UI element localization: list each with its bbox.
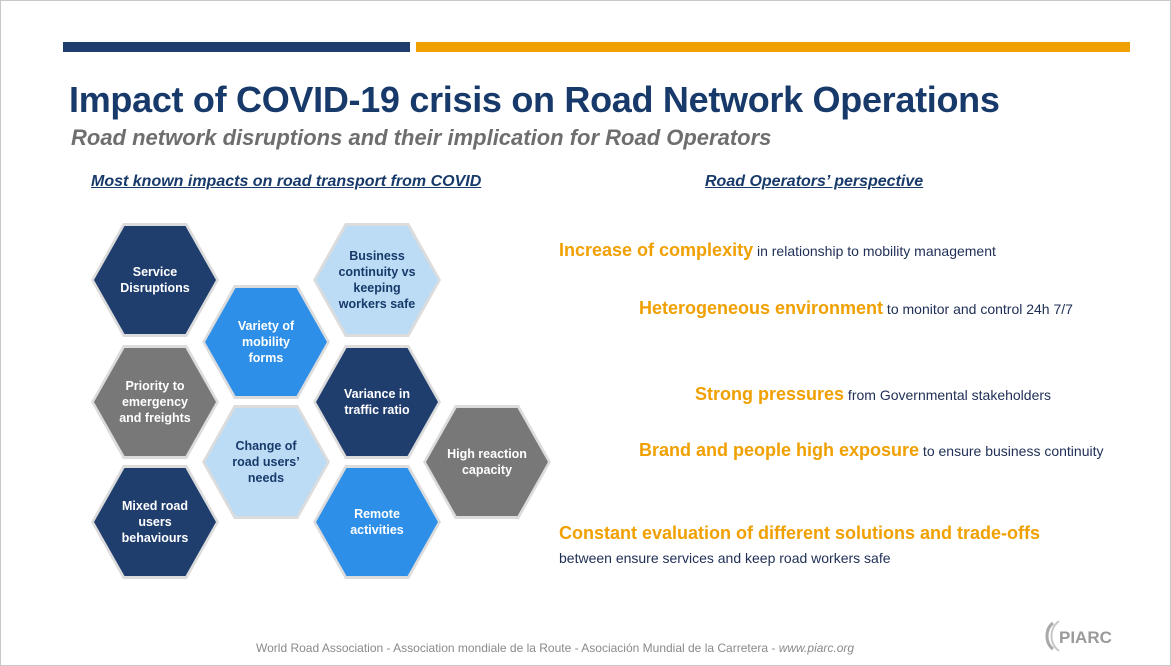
statement-emphasis: Increase of complexity [559,240,754,260]
right-heading: Road Operators’ perspective [705,173,924,190]
slide-subtitle: Road network disruptions and their impli… [71,125,772,150]
hexagon-label: Priority to emergency and freights [119,378,191,426]
hexagon-business-continuity: Business continuity vs keeping workers s… [313,223,441,337]
hexagon-remote-activities: Remote activities [313,465,441,579]
hexagon-variety-of-mobility: Variety of mobility forms [202,285,330,399]
hexagon-priority-emergency: Priority to emergency and freights [91,345,219,459]
statement-text: in relationship to mobility management [753,243,996,259]
statement-constant-evaluation: Constant evaluation of different solutio… [559,520,1139,570]
statement-emphasis: Constant evaluation of different solutio… [559,523,1041,543]
statement-text: between ensure services and keep road wo… [559,549,891,566]
footer-url: www.piarc.org [778,641,855,655]
hexagon-label: Service Disruptions [120,264,190,295]
hexagon-service-disruptions: Service Disruptions [91,223,219,337]
footer-text: World Road Association - Association mon… [256,641,779,655]
top-bar-orange [416,42,1130,52]
left-heading: Most known impacts on road transport fro… [91,173,482,190]
statement-complexity: Increase of complexity in relationship t… [559,237,1119,265]
statement-pressures: Strong pressures from Governmental stake… [695,381,1125,409]
hexagon-label: Business continuity vs keeping workers s… [338,248,416,312]
hexagon-label: Remote activities [350,506,404,537]
statement-emphasis: Strong pressures [695,384,845,404]
statement-text: to monitor and control 24h 7/7 [883,301,1073,317]
slide-title: Impact of COVID-19 crisis on Road Networ… [69,79,1000,120]
statement-emphasis: Heterogeneous environment [639,298,884,318]
hexagon-label: Change of road users’ needs [232,438,300,486]
statement-heterogeneous: Heterogeneous environment to monitor and… [639,295,1121,323]
statement-text: from Governmental stakeholders [844,387,1052,403]
statement-brand-exposure: Brand and people high exposure to ensure… [639,437,1133,465]
hexagon-variance-traffic: Variance in traffic ratio [313,345,441,459]
logo-text: PIARC [1059,628,1112,647]
statement-emphasis: Brand and people high exposure [639,440,920,460]
hexagon-label: Variety of mobility forms [237,318,295,366]
statement-text: to ensure business continuity [919,443,1104,459]
piarc-logo: PIARC [1045,620,1112,652]
hexagon-change-road-users: Change of road users’ needs [202,405,330,519]
hexagon-label: High reaction capacity [447,446,527,477]
footer: World Road Association - Association mon… [256,641,854,655]
hexagon-label: Variance in traffic ratio [343,386,410,417]
hexagon-label: Mixed road users behaviours [121,498,189,546]
top-bar-blue [63,42,410,52]
hexagon-high-reaction: High reaction capacity [423,405,551,519]
hexagon-mixed-road-users: Mixed road users behaviours [91,465,219,579]
